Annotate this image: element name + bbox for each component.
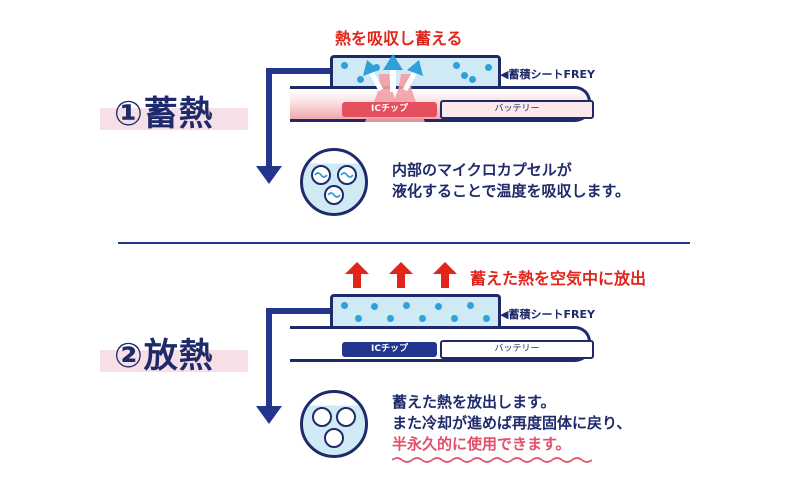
flow-arrow-head [256,406,282,424]
section-divider [118,242,690,244]
capsule-dot [435,303,442,310]
capsule-dot [461,72,468,79]
capsule-dot [483,315,490,322]
wavy-underline [392,457,592,463]
section2-desc-line1: 蓄えた熱を放出します。 [392,393,556,411]
solid-capsules [312,407,356,448]
capsule-dot [341,302,348,309]
heat-release-arrow [345,262,369,288]
section2-sheet-label: ◀蓄積シートFREY [500,308,595,321]
capsule-dot [467,302,474,309]
microcapsule-liquid [300,148,368,216]
section2-desc-line3: 半永久的に使用できます。 [392,435,571,453]
flow-arrow [266,308,332,412]
heading-highlight [100,108,248,130]
capsule-dot [387,315,394,322]
flow-arrow [266,68,332,172]
ic-chip: ICチップ [342,102,437,117]
liquid-bubbles [311,165,357,205]
section1-desc-line2: 液化することで温度を吸収します。 [392,182,631,200]
capsule-dot [469,76,476,83]
section1-sheet-label: ◀蓄積シートFREY [500,68,595,81]
microcapsule-solid [300,390,368,458]
ic-chip: ICチップ [342,342,437,357]
section1-desc-line1: 内部のマイクロカプセルが [392,161,572,179]
capsule-dot [403,302,410,309]
capsule-dot [341,62,348,69]
section2-heading: ②放熱 [114,336,214,376]
heat-release-arrow [389,262,413,288]
section1-heading: ①蓄熱 [114,94,214,134]
capsule-dot [453,62,460,69]
capsule-dot [371,303,378,310]
capsule-dot [373,64,380,71]
flow-arrow-head [256,166,282,184]
storage-sheet [330,294,501,330]
section2-desc-line2: また冷却が進めば再度固体に戻り、 [392,414,632,432]
capsule-dot [485,64,492,71]
capsule-dot [357,76,364,83]
battery: バッテリー [440,100,594,119]
capsule-dot [419,315,426,322]
section2-top-text: 蓄えた熱を空気中に放出 [470,269,647,288]
capsule-dot [451,315,458,322]
capsule-dot [355,315,362,322]
heading-highlight [100,350,248,372]
section1-top-text: 熱を吸収し蓄える [335,29,463,48]
battery: バッテリー [440,340,594,359]
heat-release-arrow [433,262,457,288]
